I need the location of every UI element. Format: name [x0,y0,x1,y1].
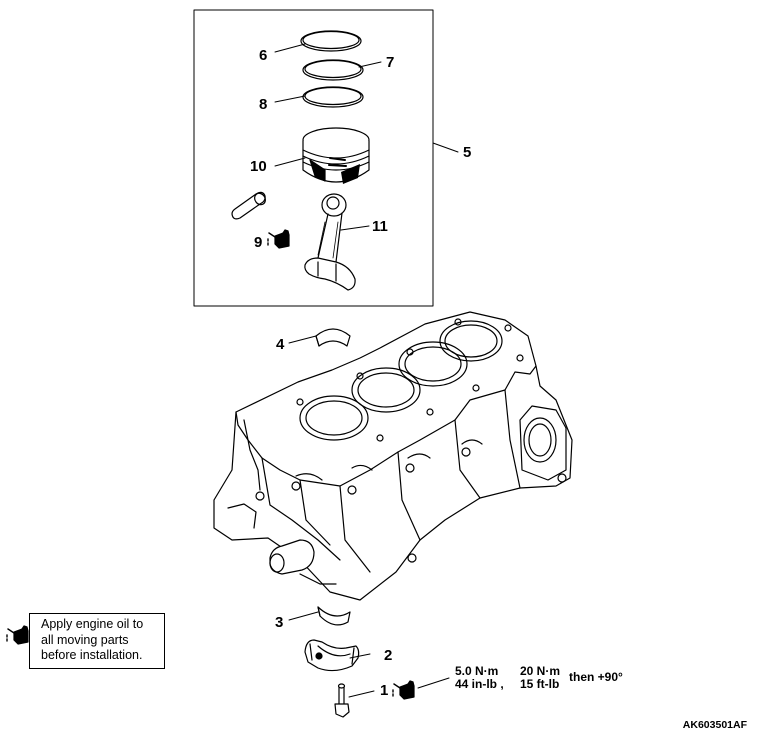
callout-6: 6 [259,47,268,64]
main-bearing-bolt [334,683,350,718]
main-bearing-cap [304,639,360,672]
figure-code: AK603501AF [682,719,747,731]
torque-step-2: 20 N·m 15 ft-lb [520,665,560,691]
legend-text: Apply engine oil to all moving parts bef… [41,617,143,664]
callout-9: 9 [254,234,263,251]
cylinder-block [213,311,573,601]
main-bearing-lower [317,606,351,626]
oil-can-icon-9 [267,229,290,249]
callout-10: 10 [250,158,267,175]
legend-line-1: Apply engine oil to [41,617,144,631]
legend-line-2: all moving parts [41,632,129,647]
connecting-rod [304,193,356,291]
piston-pin [231,191,266,220]
torque-then-angle: then +90° [569,670,623,684]
oil-can-icon [6,625,29,645]
piston [302,127,370,184]
callout-4: 4 [276,336,285,353]
callout-7: 7 [386,54,395,71]
callout-3: 3 [275,614,284,631]
main-bearing-upper [315,328,351,347]
callout-8: 8 [259,96,268,113]
piston-ring-top [300,30,362,52]
torque-step-2-imperial: 15 ft-lb [520,677,560,691]
piston-assembly-frame [193,9,434,307]
callout-5: 5 [463,144,472,161]
callout-2: 2 [384,647,393,664]
legend-box [29,613,165,669]
callout-1: 1 [380,682,389,699]
torque-step-1: 5.0 N·m 44 in-lb , [455,665,504,691]
torque-step-1-metric: 5.0 N·m [455,664,499,678]
oil-can-icon-1 [392,680,415,700]
torque-step-1-imperial: 44 in-lb , [455,677,504,691]
legend-line-3: before installation. [41,648,143,662]
piston-ring-second [302,59,364,81]
callout-11: 11 [372,218,388,235]
torque-step-2-metric: 20 N·m [520,664,561,678]
oil-ring [302,86,364,108]
